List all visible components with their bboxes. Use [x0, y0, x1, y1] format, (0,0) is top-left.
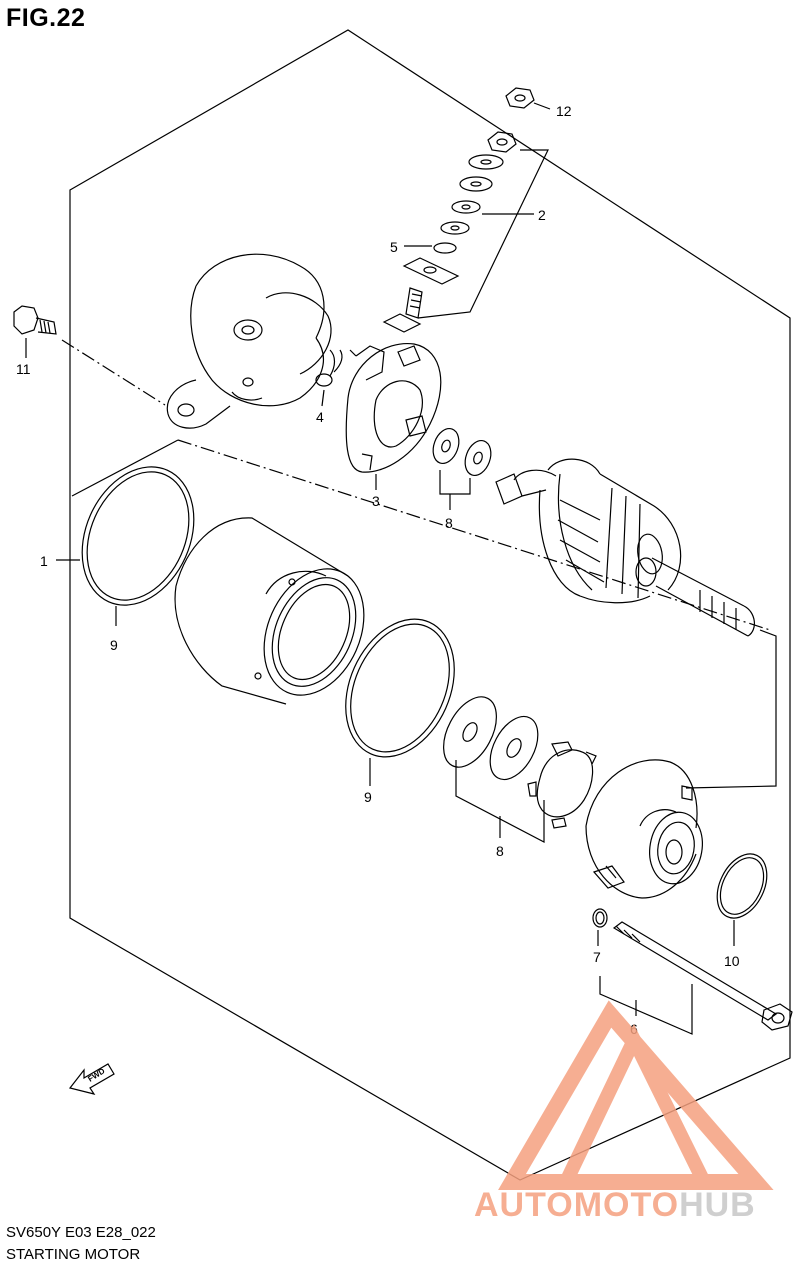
nut-12 [505, 87, 535, 109]
watermark-hub: HUB [679, 1186, 756, 1224]
washer-2c [451, 200, 481, 214]
callout-10: 10 [724, 953, 740, 969]
callout-8-upper: 8 [445, 515, 453, 531]
o-ring-7 [592, 908, 608, 928]
assembly-outline [69, 29, 791, 1181]
terminal-nut-2 [487, 131, 517, 153]
watermark-triangle-outer [498, 1000, 774, 1190]
through-screw-6 [612, 921, 793, 1031]
callout-5: 5 [390, 239, 398, 255]
washer-8c [443, 696, 497, 768]
bracket-8a [439, 470, 471, 495]
armature [495, 458, 755, 637]
assembly-axis-main [177, 439, 771, 631]
lock-plate [527, 741, 597, 829]
bolt-11 [13, 305, 57, 335]
front-housing [166, 253, 332, 429]
brush-holder-3 [345, 342, 442, 473]
rear-housing [585, 759, 703, 899]
callout-9-right: 9 [364, 789, 372, 805]
callout-7: 7 [593, 949, 601, 965]
callout-11: 11 [16, 361, 31, 377]
bracket-6 [599, 976, 693, 1035]
callout-2: 2 [538, 207, 546, 223]
svg-text:AUTOMOTOHUB: AUTOMOTOHUB [474, 1186, 756, 1224]
o-ring-9a [81, 466, 195, 606]
watermark-triangle-inner [559, 1023, 711, 1186]
callout-12: 12 [556, 103, 572, 119]
washer-2d [440, 221, 470, 235]
callout-8-lower: 8 [496, 843, 504, 859]
model-code: SV650Y E03 E28_022 [6, 1224, 156, 1241]
bracket-armature [685, 629, 777, 789]
assembly-axis-top [61, 339, 166, 406]
washer-8d [489, 715, 539, 781]
yoke-housing [174, 517, 365, 705]
bracket-1 [71, 439, 179, 497]
brush-spring-4 [315, 349, 343, 387]
callout-9-left: 9 [110, 637, 118, 653]
washer-2b [459, 176, 493, 192]
o-ring-10 [716, 853, 768, 919]
fwd-direction-marker: FWD [68, 1063, 115, 1095]
o-ring-9b [345, 618, 455, 758]
callout-3: 3 [372, 493, 380, 509]
washer-2a [468, 154, 504, 170]
section-name: STARTING MOTOR [6, 1246, 141, 1263]
figure-title: FIG.22 [6, 4, 86, 32]
washer-8b [464, 439, 492, 477]
automotohub-watermark: AUTOMOTOHUB [474, 1000, 774, 1224]
callout-4: 4 [316, 409, 324, 425]
washer-8a [432, 427, 460, 465]
o-ring-5 [433, 242, 457, 254]
insulator-plate [402, 257, 460, 285]
bracket-2 [417, 149, 549, 319]
terminal-bolt [382, 287, 423, 333]
callout-1: 1 [40, 553, 48, 569]
watermark-automoto: AUTOMOTO [474, 1186, 679, 1224]
